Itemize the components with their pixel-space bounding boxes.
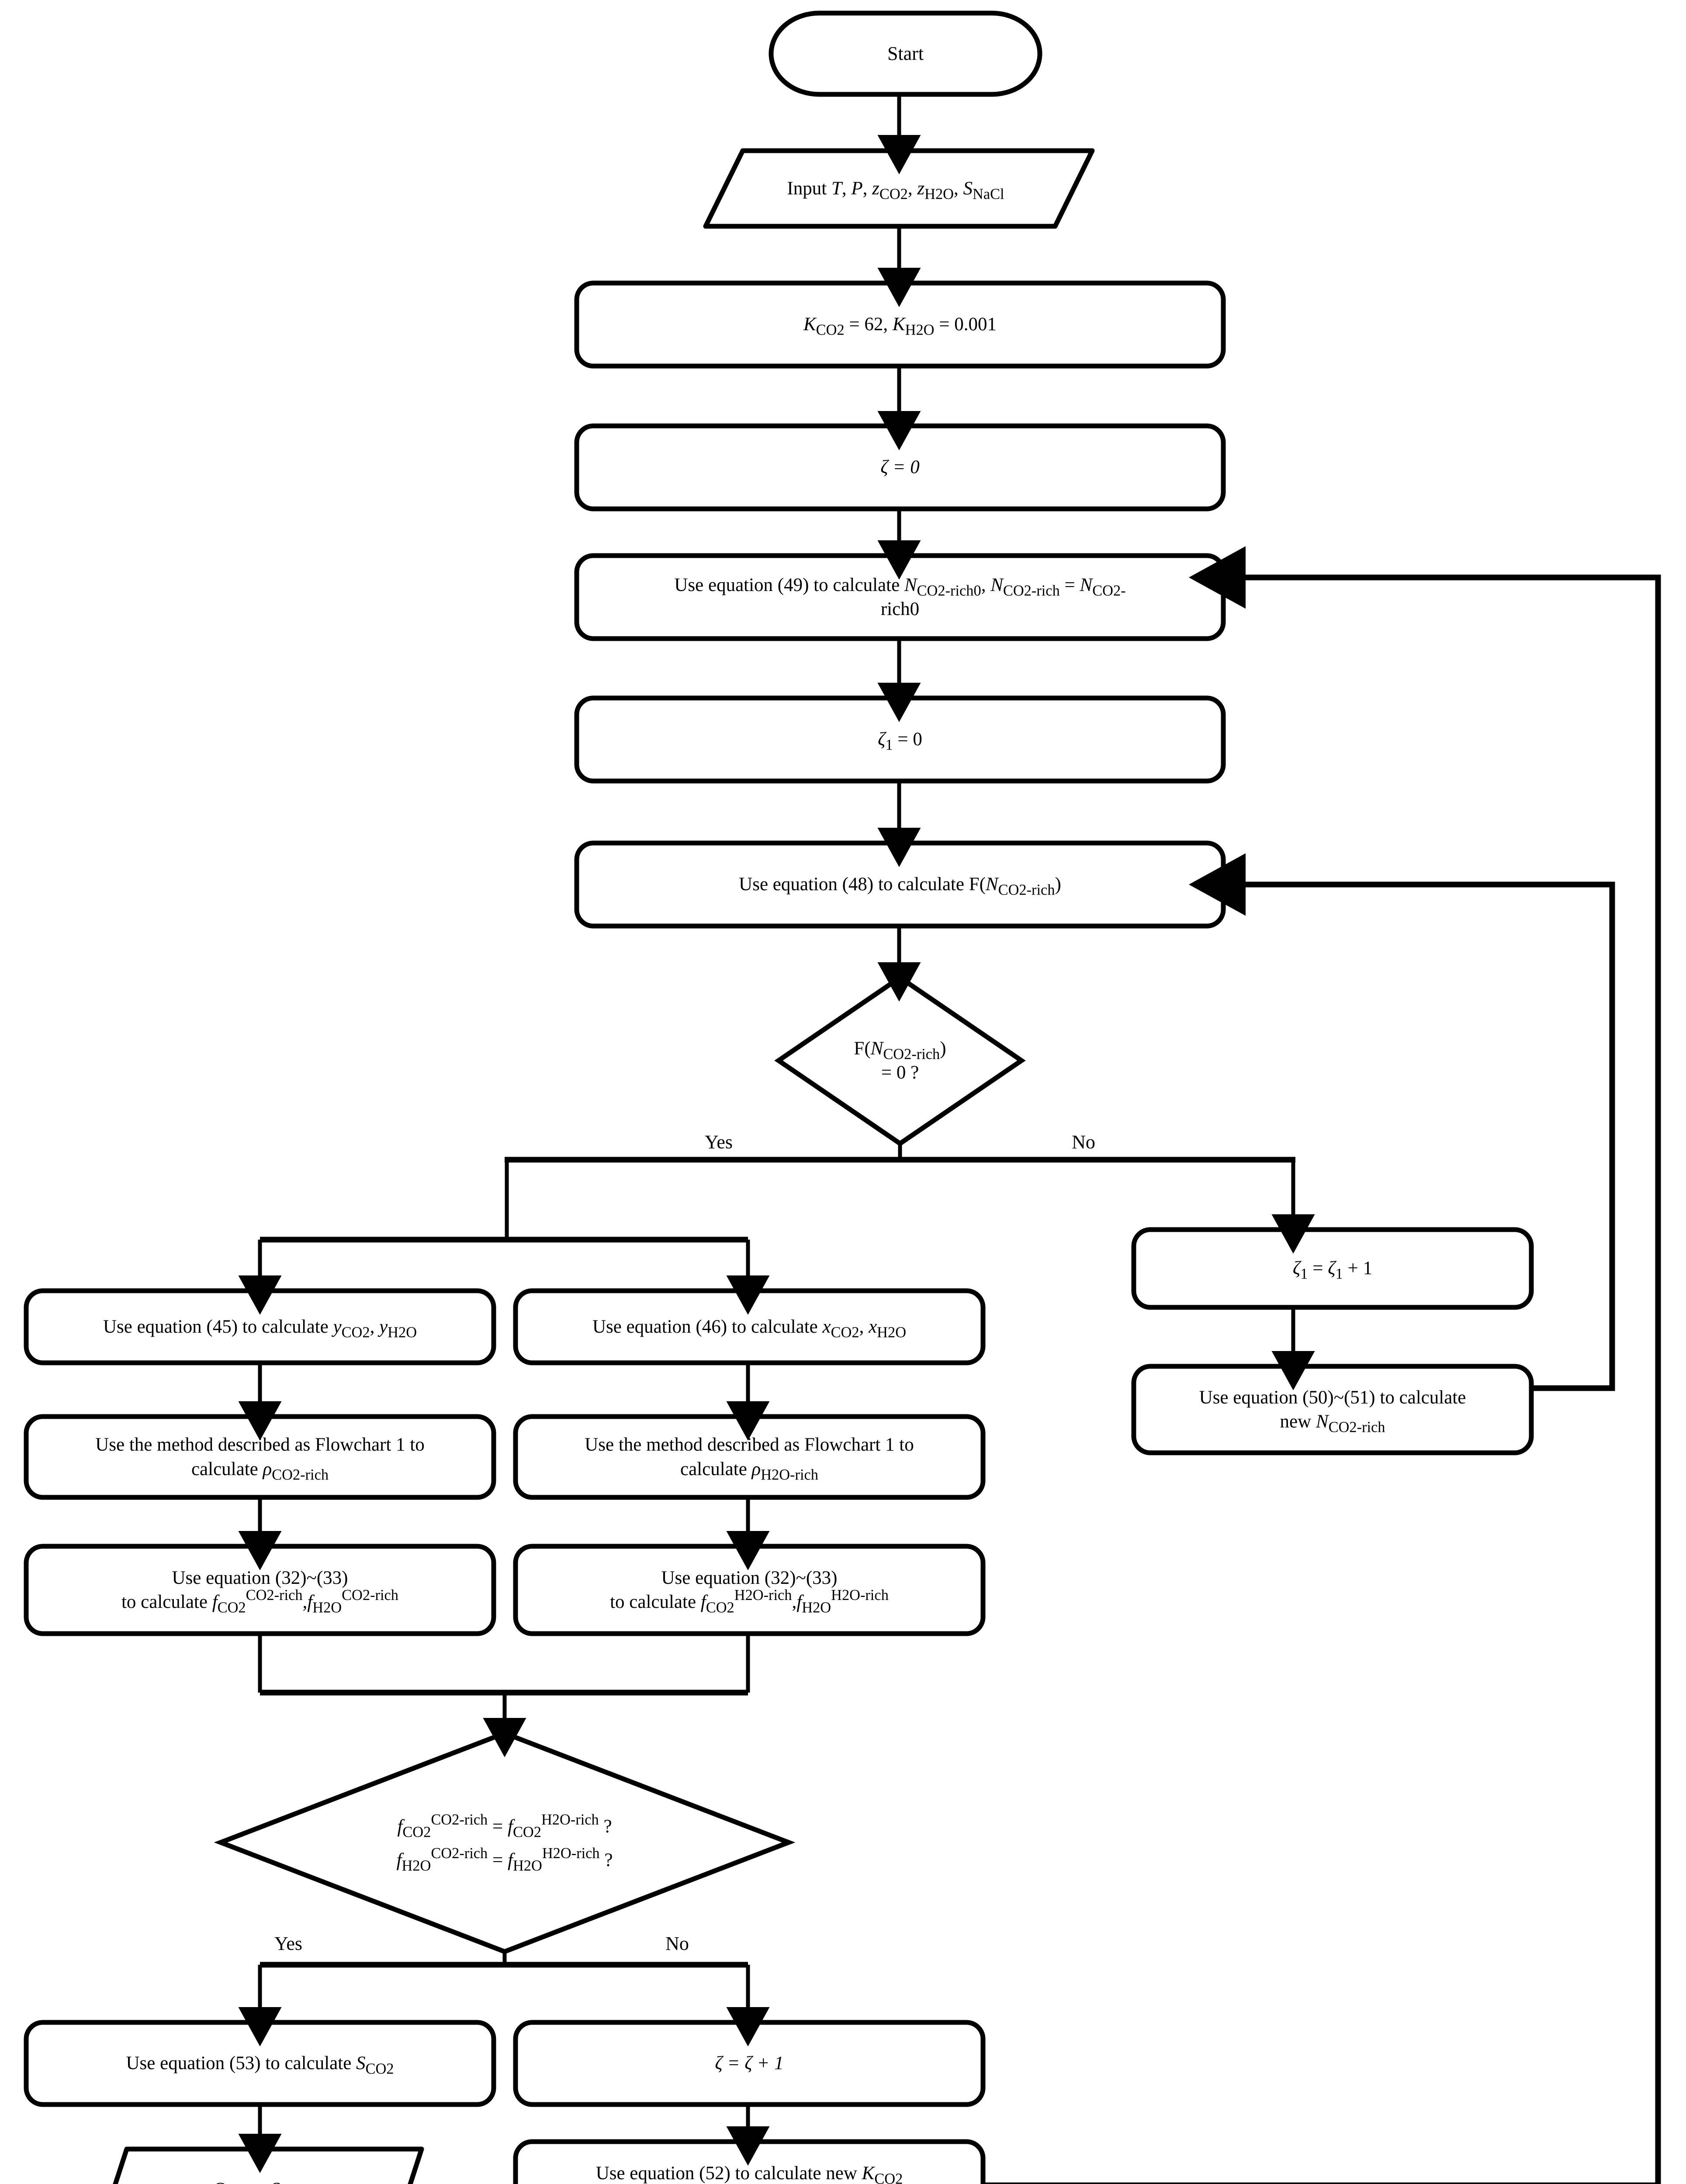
node-init-k-shape: [574, 280, 1226, 369]
node-eq5051-shape: [1131, 1364, 1534, 1455]
node-eq49-shape: [574, 553, 1226, 641]
node-zeta1-inc-shape: [1131, 1227, 1534, 1310]
node-eq53-shape: [24, 2020, 496, 2107]
node-eq48-shape: [574, 840, 1226, 929]
node-eq3233-co2-shape: [24, 1544, 496, 1636]
node-output-shape: [113, 2146, 424, 2184]
node-eq45-shape: [24, 1288, 496, 1365]
node-dec1-shape: [774, 975, 1026, 1147]
conn-feedback-eq52-eq49: [983, 546, 1661, 2184]
node-eq52-shape: [513, 2139, 986, 2184]
conn-feedback-eq5051-eq48: [1189, 853, 1615, 1391]
node-start-shape: [769, 10, 1042, 97]
node-input-shape: [703, 148, 1095, 229]
node-eq3233-h2o-shape: [513, 1544, 986, 1636]
node-fc1-rho-co2-shape: [24, 1414, 496, 1500]
node-zeta0-shape: [574, 423, 1226, 511]
node-eq46-shape: [513, 1288, 986, 1365]
node-zeta1-0-shape: [574, 695, 1226, 784]
node-zeta-inc-shape: [513, 2020, 986, 2107]
node-dec2-shape: [214, 1731, 796, 1954]
node-fc1-rho-h2o-shape: [513, 1414, 986, 1500]
